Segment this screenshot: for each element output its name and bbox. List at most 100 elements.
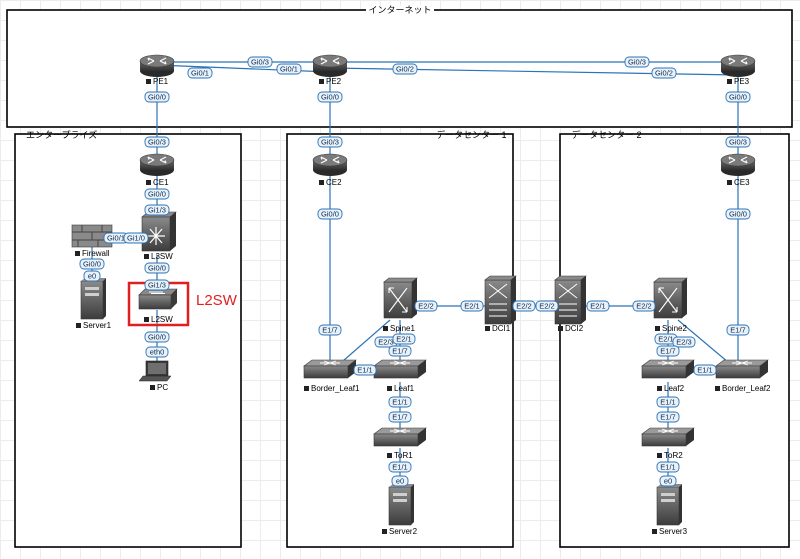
device-label-firewall: Firewall: [82, 249, 110, 258]
nexus-switch-icon[interactable]: [373, 359, 427, 379]
router-icon[interactable]: [139, 153, 175, 177]
interface-badge: E1/1: [660, 463, 675, 472]
interface-badge: e0: [88, 272, 96, 281]
nexus-switch-icon[interactable]: [373, 427, 427, 447]
dci-switch-icon[interactable]: [484, 275, 517, 325]
interface-badge: Gi0/1: [280, 65, 298, 74]
nexus-switch-icon[interactable]: [641, 359, 695, 379]
device-label-server3: Server3: [659, 527, 688, 536]
interface-badge: Gi0/3: [729, 138, 747, 147]
router-icon[interactable]: [312, 153, 348, 177]
server-icon[interactable]: [80, 277, 107, 320]
device-label-server2: Server2: [389, 527, 418, 536]
interface-badge: Gi0/3: [148, 138, 166, 147]
device-label-l3sw: L3SW: [151, 252, 173, 261]
device-label-spine2: Spine2: [662, 324, 687, 333]
server-icon[interactable]: [656, 483, 683, 526]
device-label-tor1: ToR1: [394, 451, 413, 460]
device-label-leaf2: Leaf2: [664, 384, 685, 393]
interface-badge: E1/7: [730, 326, 745, 335]
device-label-dci2: DCI2: [565, 324, 584, 333]
interface-badge: Gi0/0: [83, 260, 101, 269]
interface-badge: Gi0/3: [628, 58, 646, 67]
device-label-tor2: ToR2: [664, 451, 683, 460]
l2-switch-icon[interactable]: [138, 288, 178, 310]
interface-badge: Gi0/0: [729, 210, 747, 219]
interface-badge: Gi1/3: [148, 206, 166, 215]
interface-badge: e0: [396, 477, 404, 486]
router-icon[interactable]: [720, 54, 756, 78]
interface-badge: E1/1: [697, 366, 712, 375]
interface-badge: Gi0/0: [729, 93, 747, 102]
device-label-ce3: CE3: [734, 178, 750, 187]
interface-badge: Gi0/0: [148, 93, 166, 102]
interface-badge: Gi0/0: [321, 210, 339, 219]
interface-badge: E1/1: [357, 366, 372, 375]
group-enterprise: [14, 133, 242, 548]
device-label-pe1: PE1: [153, 77, 169, 86]
device-label-dci1: DCI1: [492, 324, 511, 333]
group-dc2-label: データセンター 2: [571, 129, 642, 140]
interface-badge: Gi0/0: [148, 190, 166, 199]
device-label-server1: Server1: [83, 321, 112, 330]
spine-switch-icon[interactable]: [383, 277, 418, 319]
device-label-pe2: PE2: [326, 77, 342, 86]
interface-badge: E1/7: [392, 413, 407, 422]
interface-badge: e0: [664, 477, 672, 486]
router-icon[interactable]: [312, 54, 348, 78]
device-label-ce1: CE1: [153, 178, 169, 187]
device-label-leaf1: Leaf1: [394, 384, 415, 393]
nexus-switch-icon[interactable]: [303, 359, 357, 379]
interface-badge: E2/2: [539, 302, 554, 311]
interface-badge: Gi0/2: [396, 65, 414, 74]
interface-badge: Gi0/3: [321, 138, 339, 147]
nexus-switch-icon[interactable]: [715, 359, 769, 379]
interface-badge: E2/2: [636, 302, 651, 311]
interface-badge: E1/7: [660, 413, 675, 422]
interface-badge: E2/1: [464, 302, 479, 311]
device-label-pc: PC: [157, 383, 168, 392]
interface-badge: E2/1: [590, 302, 605, 311]
device-label-l2sw: L2SW: [151, 315, 173, 324]
interface-badge: E1/7: [392, 347, 407, 356]
interface-badge: E2/1: [658, 335, 673, 344]
interface-badge: E2/1: [396, 335, 411, 344]
interface-badge: eth0: [150, 348, 165, 357]
group-internet-title: インターネット: [368, 5, 431, 15]
group-dc1-label: データセンター 1: [436, 129, 507, 140]
interface-badge: Gi0/1: [191, 69, 209, 78]
router-icon[interactable]: [720, 153, 756, 177]
server-icon[interactable]: [388, 483, 415, 526]
interface-badge: E1/1: [392, 463, 407, 472]
interface-badge: Gi0/1: [107, 234, 125, 243]
interface-badges: Gi0/3 Gi0/1 Gi0/1 Gi0/2 Gi0/3 Gi0/2 Gi0/…: [79, 56, 751, 487]
interface-badge: Gi0/2: [655, 69, 673, 78]
interface-badge: Gi0/0: [148, 333, 166, 342]
device-label-ce2: CE2: [326, 178, 342, 187]
interface-badge: E2/3: [676, 338, 691, 347]
device-label-spine1: Spine1: [390, 324, 415, 333]
interface-badge: Gi0/0: [321, 93, 339, 102]
group-enterprise-label: エンタープライズ: [26, 129, 97, 140]
interface-badge: E1/7: [322, 326, 337, 335]
l3-switch-icon[interactable]: [141, 211, 177, 252]
device-label-border-leaf2: Border_Leaf2: [722, 384, 771, 393]
spine-switch-icon[interactable]: [653, 277, 688, 319]
nexus-switch-icon[interactable]: [641, 427, 695, 447]
interface-badge: E2/3: [378, 338, 393, 347]
router-icon[interactable]: [139, 54, 175, 78]
interface-badge: E2/2: [516, 302, 531, 311]
interface-badge: Gi1/0: [127, 234, 145, 243]
interface-badge: Gi0/0: [148, 264, 166, 273]
interface-badge: E1/1: [392, 398, 407, 407]
interface-badge: E1/7: [660, 347, 675, 356]
device-label-pe3: PE3: [734, 77, 750, 86]
interface-badge: E1/1: [660, 398, 675, 407]
device-label-border-leaf1: Border_Leaf1: [311, 384, 360, 393]
interface-badge: Gi0/3: [251, 58, 269, 67]
interface-badge: E2/2: [418, 302, 433, 311]
interface-badge: Gi1/3: [148, 281, 166, 290]
annotation-label: L2SW: [196, 292, 238, 309]
dci-switch-icon[interactable]: [554, 275, 587, 325]
